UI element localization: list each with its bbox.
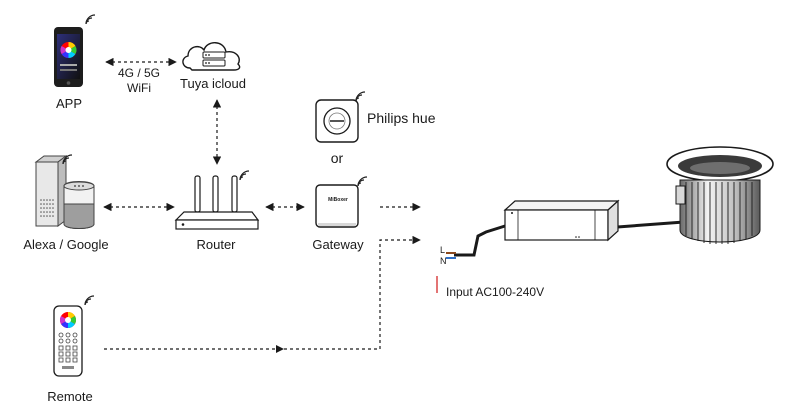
app-label: APP: [55, 96, 83, 111]
or-label: or: [330, 150, 344, 166]
alexa-google-label: Alexa / Google: [23, 237, 109, 252]
link-app-cloud-label-line1: 4G / 5G: [117, 66, 161, 80]
philips-hue-label: Philips hue: [367, 110, 436, 126]
wifi-router-icon: [174, 175, 260, 230]
rgb-remote-icon: [53, 305, 83, 377]
arrowhead-mid: [276, 345, 284, 353]
gateway-label: Gateway: [312, 237, 364, 252]
hue-bridge-icon: [315, 99, 359, 143]
wifi-signal-icon: [239, 170, 250, 181]
led-downlight-icon: [666, 146, 774, 244]
wifi-signal-icon: [357, 176, 368, 187]
smart-speaker-icon: [34, 155, 95, 229]
live-wire-label: L: [440, 245, 446, 255]
input-voltage-label: Input AC100-240V: [446, 285, 545, 299]
gateway-brand-label: MiBoxer: [328, 197, 348, 203]
cloud-label: Tuya icloud: [180, 76, 246, 91]
remote-label: Remote: [47, 389, 93, 404]
wifi-signal-icon: [62, 154, 73, 165]
zigbee-gateway-icon: [315, 184, 359, 228]
wifi-signal-icon: [85, 14, 96, 25]
led-driver-icon: [503, 199, 620, 242]
wifi-signal-icon: [355, 91, 366, 102]
link-remote-driver: [104, 235, 421, 350]
cloud-server-icon: [182, 42, 241, 71]
link-app-cloud-label-line2: WiFi: [127, 81, 151, 95]
wifi-signal-icon: [84, 295, 95, 306]
router-label: Router: [196, 237, 236, 252]
smartphone-icon: [54, 27, 83, 87]
neutral-wire-label: N: [440, 256, 447, 266]
